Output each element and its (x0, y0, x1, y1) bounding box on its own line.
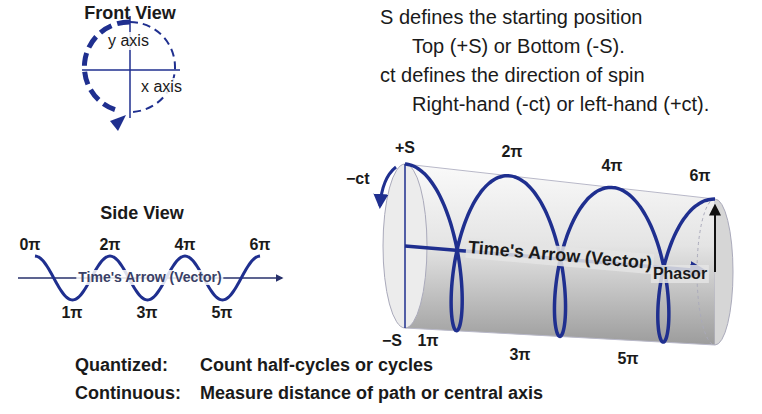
phase-label: 5π (617, 350, 638, 368)
axis-label: y axis (106, 32, 151, 50)
vector-label: Time's Arrow (Vector) (76, 270, 223, 285)
view-heading: Side View (100, 204, 184, 224)
phasor-label: Phasor (651, 265, 709, 283)
note-text: ct defines the direction of spin (380, 64, 645, 86)
legend-text: Count half-cycles or cycles (200, 356, 433, 376)
phase-label: 4π (174, 236, 195, 254)
note-text: S defines the starting position (380, 6, 642, 28)
axis-label: x axis (139, 78, 184, 96)
phase-label: 3π (136, 304, 157, 322)
spin-label: −ct (346, 170, 370, 188)
view-heading: Front View (84, 4, 176, 24)
note-text: Right-hand (-ct) or left-hand (+ct). (412, 93, 709, 115)
phase-label: 4π (601, 157, 622, 175)
vector-label: Time's Arrow (Vector) (465, 238, 654, 274)
phase-label: 6π (249, 236, 270, 254)
phase-label: 1π (417, 332, 438, 350)
phase-label: 1π (61, 304, 82, 322)
phase-label: 6π (689, 167, 710, 185)
legend-term: Continuous: (75, 384, 181, 404)
phase-label: 3π (509, 346, 530, 364)
phase-label: 2π (501, 143, 522, 161)
phase-label: 0π (19, 236, 40, 254)
side-view-wave (18, 256, 282, 300)
sign-label: +S (395, 139, 415, 157)
legend-term: Quantized: (75, 356, 168, 376)
time-cylinder (380, 164, 733, 345)
sign-label: −S (382, 332, 402, 350)
phase-label: 5π (211, 304, 232, 322)
note-text: Top (+S) or Bottom (-S). (412, 35, 625, 57)
phase-label: 2π (99, 236, 120, 254)
front-view-circle (82, 16, 180, 131)
legend-text: Measure distance of path or central axis (200, 384, 543, 404)
